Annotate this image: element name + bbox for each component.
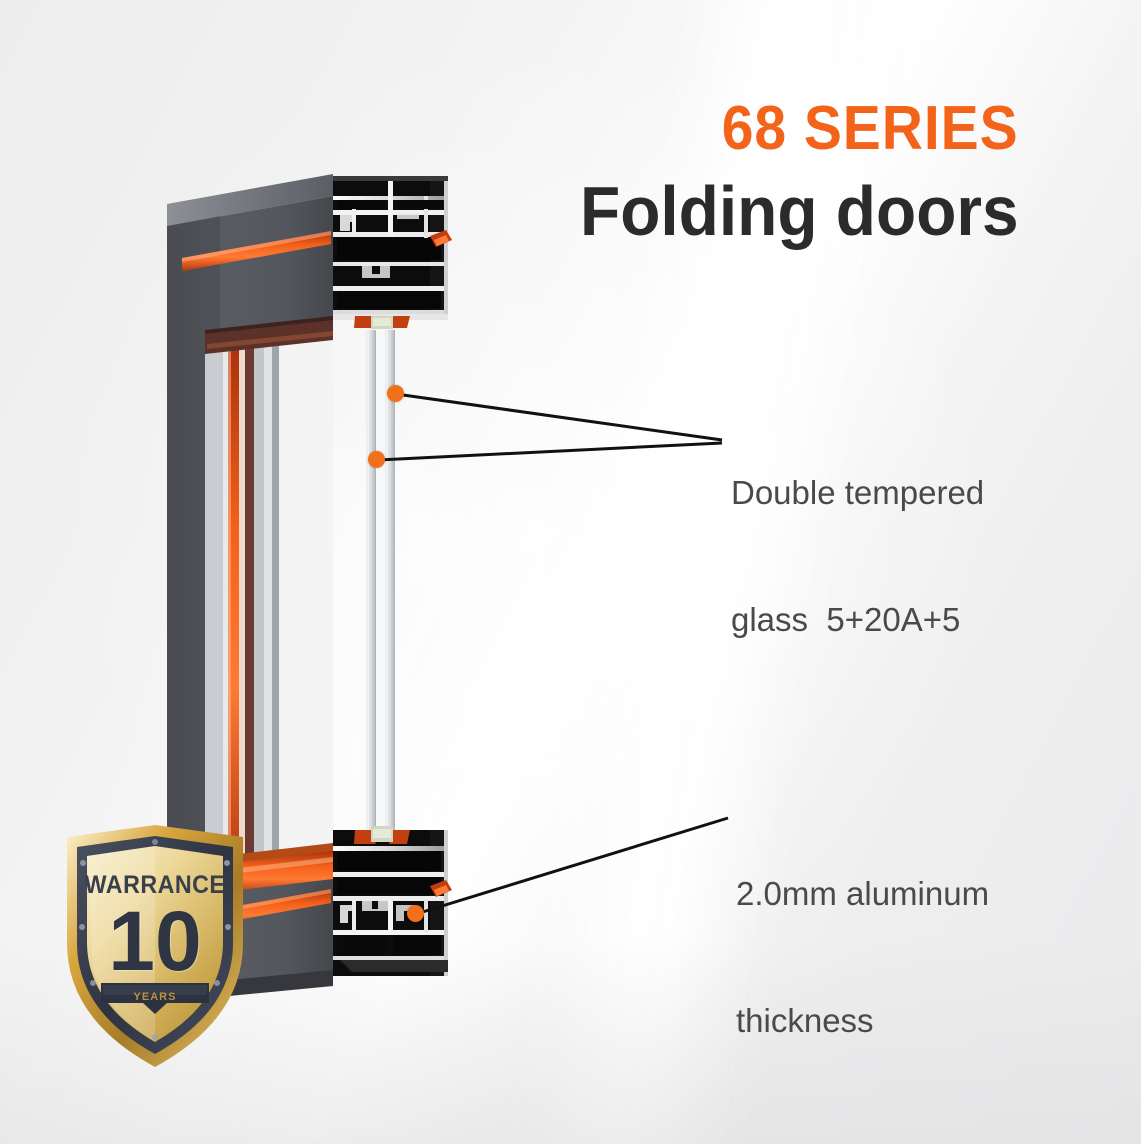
callout-label-glass: Double tempered glass 5+20A+5	[731, 388, 984, 726]
badge-years: 10	[108, 894, 202, 988]
badge-ribbon-label: YEARS	[133, 991, 177, 1003]
callout-marker-glass-outer	[387, 385, 404, 402]
warranty-badge: WARRANCE 10 YEARS	[57, 823, 253, 1071]
callout-glass-line2: glass 5+20A+5	[731, 601, 961, 639]
callout-label-aluminum: 2.0mm aluminum thickness	[736, 789, 989, 1127]
callout-aluminum-line2: thickness	[736, 1002, 874, 1040]
bottom-profile-section	[333, 826, 452, 976]
badge-title: WARRANCE	[84, 871, 226, 899]
series-heading: 68 SERIES	[722, 94, 1019, 163]
product-heading: Folding doors	[580, 172, 1019, 250]
callout-aluminum-line1: 2.0mm aluminum	[736, 875, 990, 913]
callout-marker-aluminum	[407, 905, 424, 922]
top-profile-section	[333, 176, 452, 329]
shield-icon	[67, 825, 243, 1067]
callout-glass-line1: Double tempered	[731, 474, 985, 512]
title-block: 68 SERIES Folding doors	[552, 94, 1019, 250]
callout-marker-glass-inner	[368, 451, 385, 468]
